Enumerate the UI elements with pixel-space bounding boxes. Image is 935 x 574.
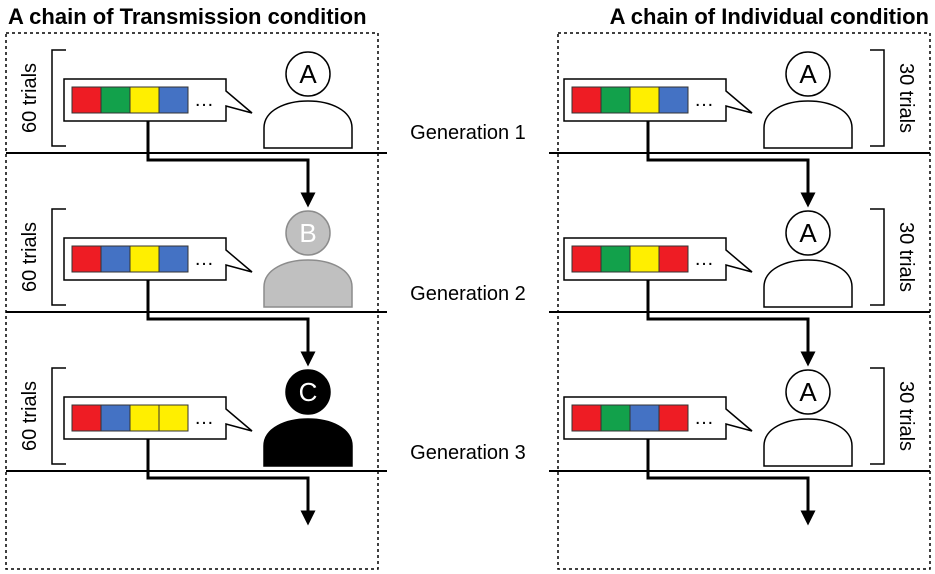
left-gen2-color-cell-4 xyxy=(158,245,189,273)
left-gen2-panel: 60 trials … B xyxy=(19,208,353,367)
generation-panels: 60 trials … A 30 trials … A 60 trials … B 30 tria… xyxy=(19,49,917,526)
left-gen1-person-head-icon xyxy=(285,51,331,97)
left-gen3-person-head-icon xyxy=(285,369,331,415)
left-gen3-trials-bracket xyxy=(51,367,66,465)
right-gen2-trials-bracket xyxy=(870,208,885,306)
right-gen3-ellipsis: … xyxy=(694,407,714,429)
generation-2-label: Generation 2 xyxy=(410,283,526,305)
right-gen2-color-cell-1 xyxy=(571,245,602,273)
right-gen2-person-letter: A xyxy=(799,218,817,248)
left-gen3-person-body-icon xyxy=(263,418,353,467)
generation-3-label-bg xyxy=(387,457,549,485)
left-title: A chain of Transmission condition xyxy=(8,4,367,29)
right-gen1-ellipsis: … xyxy=(694,89,714,111)
generation-1-label: Generation 1 xyxy=(410,122,526,144)
left-gen2-transmission-arrow xyxy=(146,280,316,367)
right-gen2-panel: 30 trials … A xyxy=(563,208,917,367)
left-gen2-color-cell-3 xyxy=(129,245,160,273)
right-gen2-color-cell-2 xyxy=(600,245,631,273)
right-gen1-color-cell-2 xyxy=(600,86,631,114)
right-gen1-transmission-arrow xyxy=(646,121,816,208)
left-gen2-person-letter: B xyxy=(299,218,316,248)
right-gen1-person-body-icon xyxy=(763,100,853,149)
transmission-condition-box xyxy=(5,32,379,570)
right-gen1-trials-bracket xyxy=(870,49,885,147)
right-gen1-trials-label: 30 trials xyxy=(895,63,917,133)
left-gen1-panel: 60 trials … A xyxy=(19,49,353,208)
right-gen1-panel: 30 trials … A xyxy=(563,49,917,208)
left-gen1-trials-label: 60 trials xyxy=(19,63,41,133)
right-gen1-person-head-icon xyxy=(785,51,831,97)
right-gen3-color-cell-4 xyxy=(658,404,689,432)
right-gen3-transmission-arrow xyxy=(646,439,816,526)
left-gen2-ellipsis: … xyxy=(194,248,214,270)
right-gen3-color-cell-1 xyxy=(571,404,602,432)
left-gen1-color-cell-2 xyxy=(100,86,131,114)
left-gen1-color-cell-1 xyxy=(71,86,102,114)
left-gen1-trials-bracket xyxy=(51,49,66,147)
left-gen2-person-body-icon xyxy=(263,259,353,308)
left-gen3-ellipsis: … xyxy=(194,407,214,429)
left-gen3-color-cell-1 xyxy=(71,404,102,432)
generation-2-label-bg xyxy=(387,298,549,326)
right-gen3-trials-label: 30 trials xyxy=(895,381,917,451)
right-gen2-person-body-icon xyxy=(763,259,853,308)
left-gen3-color-cell-3 xyxy=(129,404,160,432)
left-gen1-person-body-icon xyxy=(263,100,353,149)
right-gen2-person-head-icon xyxy=(785,210,831,256)
left-gen3-trials-label: 60 trials xyxy=(19,381,41,451)
right-gen1-color-cell-1 xyxy=(571,86,602,114)
right-gen2-transmission-arrow xyxy=(646,280,816,367)
individual-condition-box xyxy=(557,32,931,570)
right-gen3-person-letter: A xyxy=(799,377,817,407)
left-gen3-color-cell-4 xyxy=(158,404,189,432)
right-gen3-person-head-icon xyxy=(785,369,831,415)
generation-1-label-bg xyxy=(387,139,549,167)
right-gen3-person-body-icon xyxy=(763,418,853,467)
left-gen1-color-cell-4 xyxy=(158,86,189,114)
left-gen2-color-cell-1 xyxy=(71,245,102,273)
right-gen3-panel: 30 trials … A xyxy=(563,367,917,526)
left-gen2-trials-label: 60 trials xyxy=(19,222,41,292)
right-gen1-color-cell-4 xyxy=(658,86,689,114)
right-gen3-color-cell-3 xyxy=(629,404,660,432)
right-gen1-person-letter: A xyxy=(799,59,817,89)
left-gen2-trials-bracket xyxy=(51,208,66,306)
left-gen1-person-letter: A xyxy=(299,59,317,89)
right-gen1-color-cell-3 xyxy=(629,86,660,114)
left-gen2-person-head-icon xyxy=(285,210,331,256)
right-gen2-ellipsis: … xyxy=(694,248,714,270)
generation-3-label: Generation 3 xyxy=(410,442,526,464)
right-title: A chain of Individual condition xyxy=(610,4,929,29)
left-gen3-color-cell-2 xyxy=(100,404,131,432)
left-gen2-color-cell-2 xyxy=(100,245,131,273)
right-gen3-trials-bracket xyxy=(870,367,885,465)
left-gen1-ellipsis: … xyxy=(194,89,214,111)
right-gen2-trials-label: 30 trials xyxy=(895,222,917,292)
left-gen3-panel: 60 trials … C xyxy=(19,367,353,526)
left-gen3-transmission-arrow xyxy=(146,439,316,526)
right-gen2-color-cell-4 xyxy=(658,245,689,273)
right-gen3-color-cell-2 xyxy=(600,404,631,432)
right-gen2-color-cell-3 xyxy=(629,245,660,273)
left-gen3-person-letter: C xyxy=(299,377,318,407)
left-gen1-color-cell-3 xyxy=(129,86,160,114)
left-gen1-transmission-arrow xyxy=(146,121,316,208)
